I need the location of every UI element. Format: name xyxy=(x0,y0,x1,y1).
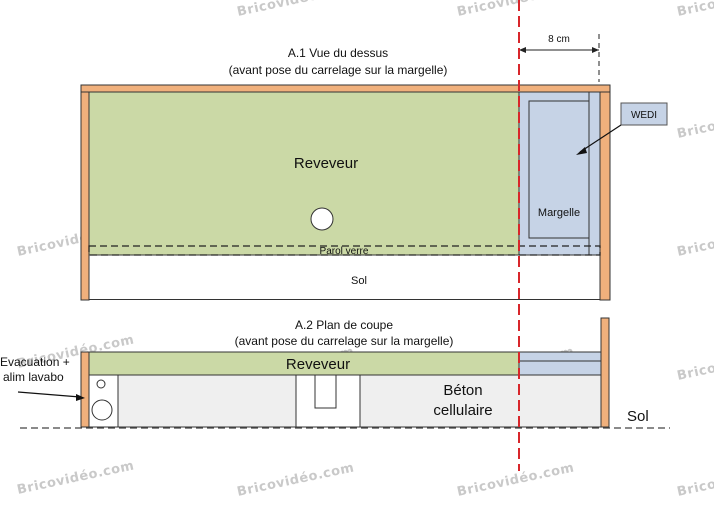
reveveur-area xyxy=(88,91,520,256)
watermark: Bricovidéo.com xyxy=(676,460,714,500)
wedi-callout: WEDI xyxy=(576,102,668,155)
watermark: Bricovidéo.com xyxy=(236,460,356,500)
watermark: Bricovidéo.com xyxy=(16,458,136,498)
watermark: Bricovidéo.com xyxy=(236,0,356,20)
beton-block-right xyxy=(359,374,602,428)
sol-label-top: Sol xyxy=(351,275,367,287)
beton-block-left xyxy=(117,374,297,428)
parol-verre-label: Parol verre xyxy=(320,246,369,257)
section-margelle-slab xyxy=(518,351,602,376)
drain-siphon xyxy=(314,374,337,409)
beton-label-line1: Béton xyxy=(443,382,482,399)
watermark: Bricovidéo.com xyxy=(676,102,714,142)
dimension-8cm: 8 cm xyxy=(519,34,600,82)
drain-icon xyxy=(310,207,334,231)
parol-verre-line xyxy=(88,245,601,256)
top-frame-left xyxy=(80,91,90,301)
section-wall-left xyxy=(80,351,90,428)
section-reveveur-label: Reveveur xyxy=(286,356,350,373)
watermark: Bricovidéo.com xyxy=(676,0,714,20)
beton-label-line2: cellulaire xyxy=(433,402,492,419)
section-view: A.2 Plan de coupe (avant pose du carrela… xyxy=(0,317,670,429)
section-wall-right xyxy=(600,317,610,428)
watermark: Bricovidéo.com xyxy=(456,0,576,20)
top-view: A.1 Vue du dessus (avant pose du carrela… xyxy=(80,46,611,301)
watermark: Bricovidéo.com xyxy=(676,220,714,260)
margelle-label: Margelle xyxy=(538,207,580,219)
evacuation-label-line2: alim lavabo xyxy=(3,370,64,384)
top-frame-right xyxy=(599,91,611,301)
section-view-subtitle: (avant pose du carrelage sur la margelle… xyxy=(235,334,454,348)
watermark: Bricovidéo.com xyxy=(456,460,576,500)
evacuation-pipe-icon xyxy=(91,399,113,421)
wedi-label: WEDI xyxy=(631,110,657,121)
dimension-label: 8 cm xyxy=(548,34,570,45)
margelle-area xyxy=(518,91,601,256)
top-frame-top xyxy=(80,84,611,93)
sol-label-section: Sol xyxy=(627,408,649,425)
alim-pipe-icon xyxy=(96,379,106,389)
top-frame-bottom-line xyxy=(89,299,600,300)
top-view-subtitle: (avant pose du carrelage sur la margelle… xyxy=(229,63,448,77)
watermark: Bricovidéo.com xyxy=(676,344,714,384)
reveveur-label: Reveveur xyxy=(294,155,358,172)
top-view-title: A.1 Vue du dessus xyxy=(288,46,388,60)
evacuation-label-line1: Evacuation + xyxy=(0,355,70,369)
section-view-title: A.2 Plan de coupe xyxy=(295,318,393,332)
wedi-box xyxy=(620,102,668,126)
